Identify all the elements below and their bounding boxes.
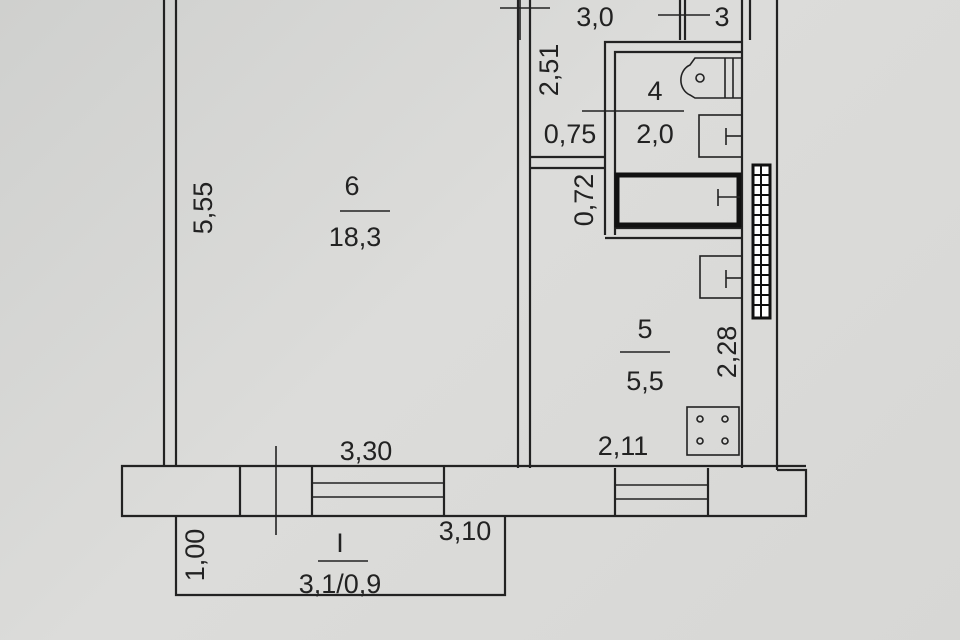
- radiator-icon: [751, 163, 772, 320]
- dim-kitchen-length: 2,28: [712, 326, 742, 379]
- room-4-number: 4: [647, 76, 662, 106]
- dim-hall-width: 0,75: [544, 119, 597, 149]
- dim-door-width: 0,72: [569, 174, 599, 227]
- balcony: [174, 516, 507, 597]
- bathtub-icon: [614, 172, 742, 228]
- room-6-number: 6: [344, 171, 359, 201]
- room-5-area: 5,5: [626, 366, 664, 396]
- dim-room6-width: 3,30: [340, 436, 393, 466]
- room-4-area: 2,0: [636, 119, 674, 149]
- walls: [120, 0, 808, 535]
- balcony-number: I: [336, 528, 344, 558]
- bathroom-sink-icon: [698, 114, 743, 158]
- hall-area-label: 3,0: [576, 2, 614, 32]
- stove-icon: [686, 406, 740, 456]
- room-5-number: 5: [637, 314, 652, 344]
- kitchen-sink-icon: [699, 255, 743, 299]
- dim-room6-height: 5,55: [188, 182, 218, 235]
- room-6-area: 18,3: [329, 222, 382, 252]
- toilet-icon: [680, 57, 742, 99]
- dim-hall-length: 2,51: [534, 44, 564, 97]
- balcony-area: 3,1/0,9: [299, 569, 382, 599]
- room-3-label: 3: [714, 2, 729, 32]
- dim-balcony-length: 3,10: [439, 516, 492, 546]
- dim-balcony-depth: 1,00: [180, 529, 210, 582]
- dim-kitchen-width: 2,11: [598, 431, 649, 461]
